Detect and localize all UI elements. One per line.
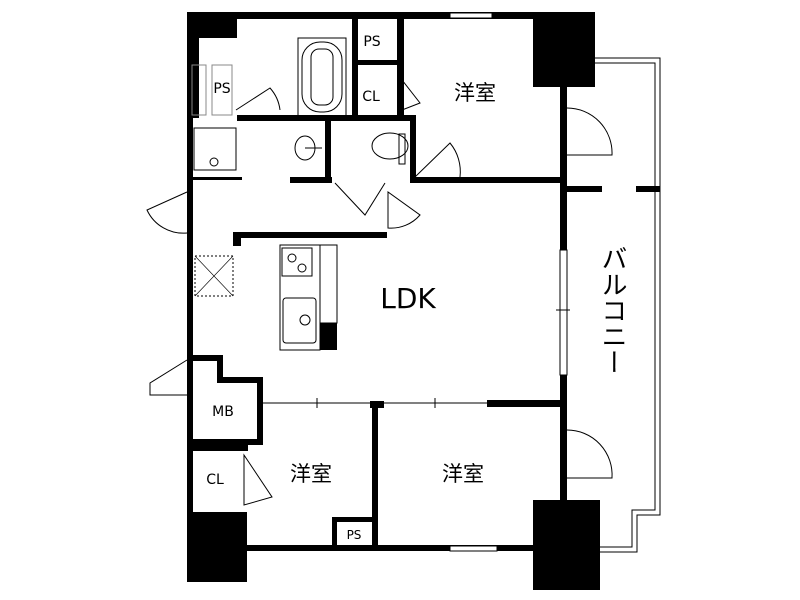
windows: [449, 12, 570, 552]
bedroom-southeast-label: 洋室: [442, 462, 484, 486]
interior-walls: [187, 18, 567, 548]
doors: [146, 78, 613, 506]
closet-top-label: CL: [362, 89, 380, 105]
refrigerator-space: [194, 255, 234, 297]
ps-bottom-label: PS: [347, 528, 362, 542]
ldk-label: LDK: [380, 282, 436, 315]
exterior-walls: [187, 12, 660, 590]
washing-machine-pan: [193, 127, 237, 171]
stove: [281, 247, 313, 277]
ps-top-label: PS: [363, 34, 380, 50]
bathtub: [297, 37, 347, 117]
toilet: [371, 132, 409, 165]
ps-left-label: PS: [213, 81, 230, 97]
kitchen-sink: [279, 244, 338, 351]
closet-bottom-label: CL: [206, 472, 224, 488]
balcony-label: バルコニー: [597, 245, 627, 375]
bedroom-southwest-label: 洋室: [290, 462, 332, 486]
bedroom-north-label: 洋室: [454, 81, 496, 105]
balcony-railing: [595, 57, 661, 553]
washbasin: [294, 135, 322, 161]
meter-box-label: MB: [212, 404, 234, 420]
left-ps-shaft: [191, 64, 233, 116]
